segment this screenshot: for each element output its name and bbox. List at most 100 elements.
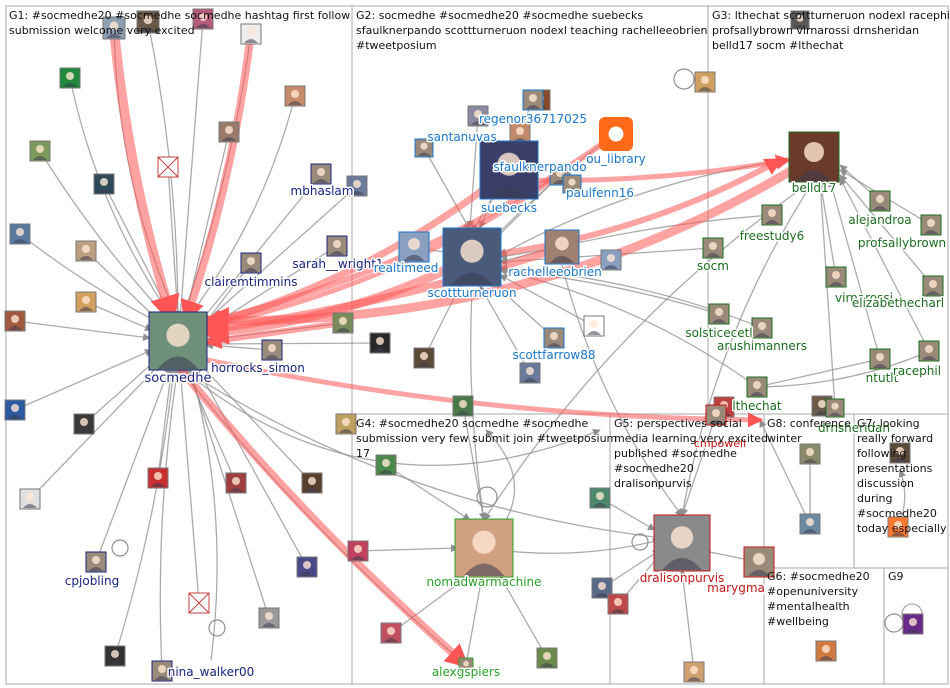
node-avatar-solsticecetl[interactable]	[708, 303, 730, 325]
node-avatar[interactable]	[369, 332, 391, 354]
node-avatar[interactable]	[509, 122, 531, 144]
node-avatar-socm[interactable]	[702, 237, 724, 259]
node-avatar[interactable]	[93, 173, 115, 195]
node-avatar[interactable]	[258, 607, 280, 629]
node-avatar-scottfarrow88[interactable]	[543, 327, 565, 349]
avatar-head-icon	[420, 352, 428, 360]
node-avatar[interactable]	[104, 645, 126, 667]
node-avatar-paulfenn16[interactable]	[562, 174, 582, 194]
node-avatar-dralisonpurvis[interactable]	[653, 514, 711, 572]
node-avatar[interactable]	[335, 413, 357, 435]
node-avatar[interactable]	[19, 488, 41, 510]
node-avatar-mbhaslam[interactable]	[310, 163, 332, 185]
node-avatar-freestudy6[interactable]	[761, 204, 783, 226]
node-avatar[interactable]	[799, 513, 821, 535]
node-avatar[interactable]	[887, 516, 909, 538]
node-avatar[interactable]	[600, 249, 622, 271]
node-avatar[interactable]	[4, 310, 26, 332]
node-avatar-clairemtimmins[interactable]	[240, 252, 262, 274]
node-avatar[interactable]	[583, 315, 605, 337]
node-avatar-scottturneruon[interactable]	[442, 227, 502, 287]
avatar-head-icon	[550, 332, 558, 340]
node-avatar[interactable]	[591, 577, 613, 599]
node-avatar[interactable]	[790, 10, 810, 30]
avatar-head-icon	[715, 308, 723, 316]
node-avatar-arushimanners[interactable]	[751, 317, 773, 339]
node-avatar[interactable]	[73, 413, 95, 435]
node-avatar-nina_walker00[interactable]	[151, 660, 173, 682]
node-avatar[interactable]	[192, 8, 214, 30]
node-avatar-santanuvas[interactable]	[414, 138, 434, 158]
missing-image-icon[interactable]	[188, 592, 210, 614]
node-avatar[interactable]	[225, 472, 247, 494]
node-avatar[interactable]	[694, 71, 716, 93]
node-avatar-realtimeed[interactable]	[398, 231, 430, 263]
node-avatar[interactable]	[346, 175, 368, 197]
node-avatar[interactable]	[815, 640, 837, 662]
node-avatar[interactable]	[519, 362, 541, 384]
node-avatar[interactable]	[296, 556, 318, 578]
node-avatar-rachelleeobrien[interactable]	[544, 229, 580, 265]
node-avatar[interactable]	[607, 593, 629, 615]
node-avatar[interactable]	[380, 622, 402, 644]
node-avatar[interactable]	[4, 399, 26, 421]
avatar-head-icon	[556, 169, 564, 177]
node-avatar-horrocks_simon[interactable]	[261, 339, 283, 361]
node-avatar-cpjobling[interactable]	[85, 551, 107, 573]
node-avatar[interactable]	[889, 442, 911, 464]
node-avatar[interactable]	[9, 223, 31, 245]
node-avatar[interactable]	[375, 454, 397, 476]
node-avatar-marygma[interactable]	[743, 546, 775, 578]
node-avatar[interactable]	[589, 487, 611, 509]
node-avatar[interactable]	[218, 121, 240, 143]
avatar-head-icon	[303, 561, 311, 569]
g8-line-2: winter	[767, 432, 802, 445]
group-title-g5: G5: perspectives social media learning v…	[614, 417, 772, 490]
node-avatar[interactable]	[147, 467, 169, 489]
node-avatar-regenor36717025[interactable]	[522, 89, 544, 111]
node-avatar-alejandroa[interactable]	[869, 190, 891, 212]
node-avatar-racephil[interactable]	[918, 340, 940, 362]
node-avatar[interactable]	[59, 67, 81, 89]
node-avatar[interactable]	[102, 16, 126, 40]
node-avatar-nomadwarmachine[interactable]	[454, 518, 514, 578]
node-avatar[interactable]	[467, 105, 489, 127]
avatar-head-icon	[143, 15, 153, 25]
node-avatar[interactable]	[452, 395, 474, 417]
node-avatar[interactable]	[301, 472, 323, 494]
node-avatar-ntutlt[interactable]	[869, 348, 891, 370]
node-avatar-lthechat[interactable]	[746, 376, 768, 398]
node-avatar[interactable]	[536, 647, 558, 669]
node-avatar-suebecks[interactable]	[479, 140, 539, 200]
node-avatar[interactable]	[332, 312, 354, 334]
g7-line-2: really forward	[857, 432, 933, 445]
node-avatar[interactable]	[413, 347, 435, 369]
node-avatar-belld17[interactable]	[788, 131, 840, 183]
avatar-head-icon	[543, 652, 551, 660]
node-avatar-sarah__wright1[interactable]	[326, 235, 348, 257]
node-avatar[interactable]	[347, 540, 369, 562]
node-avatar-cmpowell[interactable]	[705, 404, 727, 426]
node-avatar-drnsheridan[interactable]	[825, 398, 845, 418]
node-avatar-virnarossi[interactable]	[825, 266, 847, 288]
node-avatar-elizabethecharl[interactable]	[922, 275, 944, 297]
node-avatar-profsallybrown[interactable]	[920, 214, 942, 236]
node-avatar[interactable]	[136, 10, 160, 34]
avatar-head-icon	[225, 126, 233, 134]
node-avatar[interactable]	[799, 443, 821, 465]
node-avatar[interactable]	[29, 140, 51, 162]
node-avatar-alexgspiers[interactable]	[458, 657, 474, 673]
node-label-santanuvas: santanuvas	[427, 130, 496, 144]
g3-line-3: belld17 socm #lthechat	[712, 39, 844, 52]
node-avatar-socmedhe[interactable]	[148, 311, 208, 371]
ou-library-logo-icon[interactable]	[599, 117, 633, 151]
node-avatar[interactable]	[683, 661, 705, 683]
edge	[756, 350, 931, 388]
missing-image-icon[interactable]	[157, 156, 179, 178]
g4-line-1: G4: #socmedhe20 socmedhe #socmedhe	[356, 417, 589, 430]
node-avatar[interactable]	[902, 613, 924, 635]
node-avatar[interactable]	[240, 23, 262, 45]
node-avatar[interactable]	[75, 291, 97, 313]
node-avatar[interactable]	[284, 85, 306, 107]
node-avatar[interactable]	[75, 240, 97, 262]
